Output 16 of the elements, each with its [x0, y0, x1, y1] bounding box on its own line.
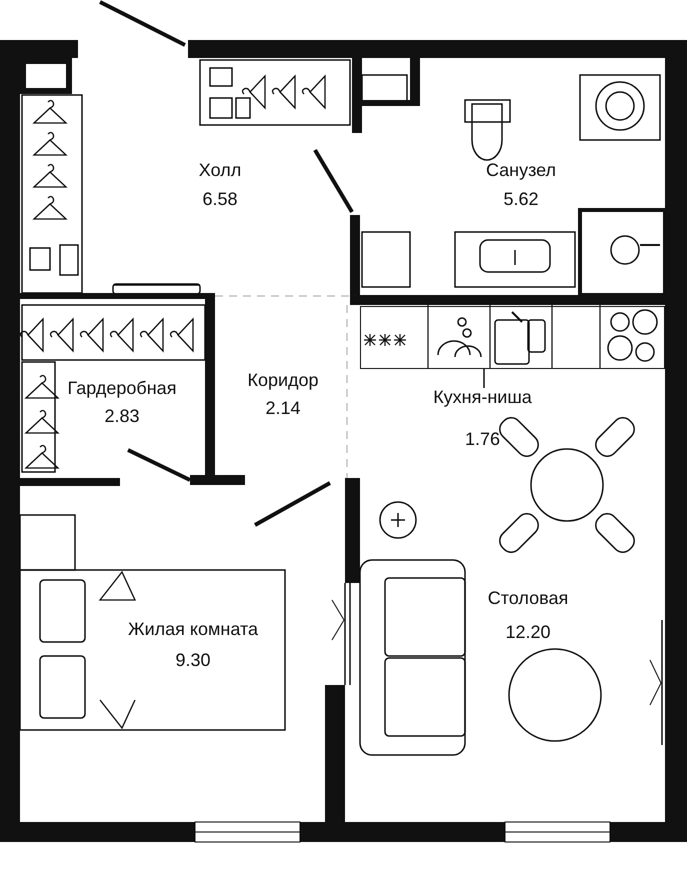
room-name: Санузел	[486, 161, 556, 179]
room-name: Жилая комната	[128, 620, 258, 638]
area-value: 6.58	[202, 190, 238, 208]
room-name: Коридор	[247, 371, 319, 389]
area-value: 12.20	[505, 623, 551, 641]
leader-line	[483, 369, 485, 388]
area-value: 1.76	[464, 430, 500, 448]
kitchen-counter	[360, 306, 665, 369]
area-value: 9.30	[175, 651, 211, 669]
room-name: Столовая	[488, 589, 568, 607]
room-name: Кухня-ниша	[433, 388, 532, 406]
room-name: Гардеробная	[68, 379, 176, 397]
area-value: 2.14	[265, 399, 301, 417]
room-name: Холл	[198, 161, 242, 179]
area-value: 2.83	[104, 407, 140, 425]
area-value: 5.62	[503, 190, 539, 208]
